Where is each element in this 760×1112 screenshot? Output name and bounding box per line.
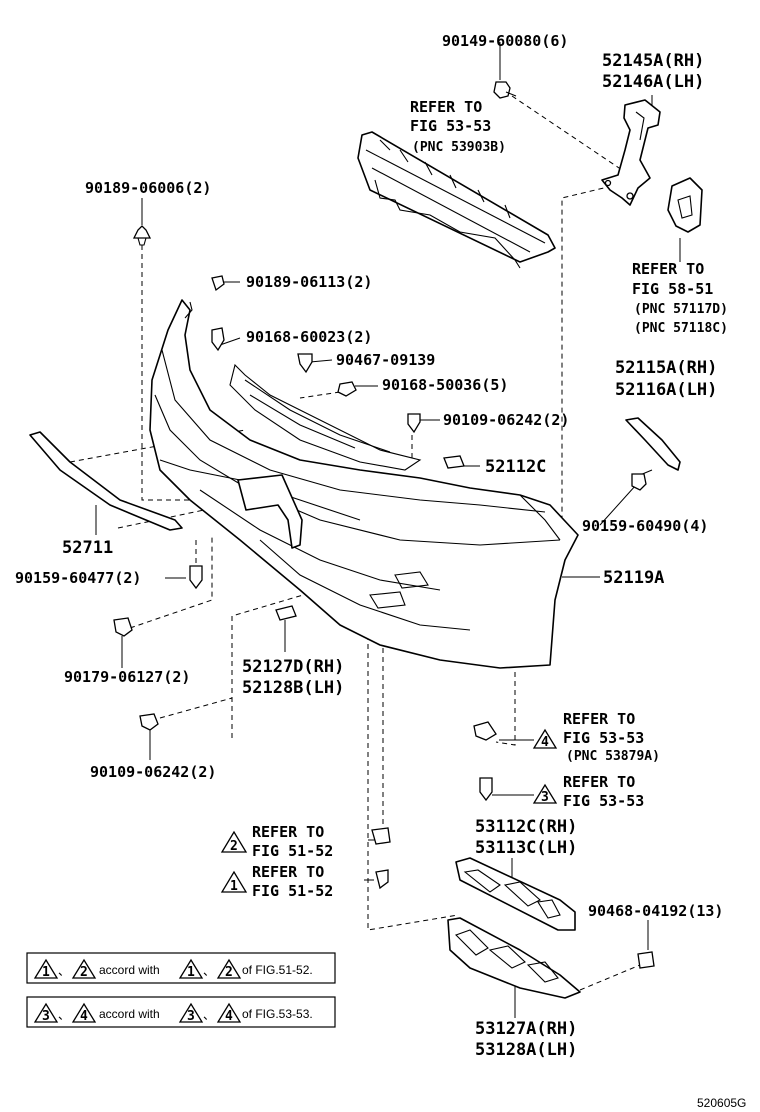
grille-53112: [455, 857, 576, 931]
label-refer-3-pnc: (PNC 53879A): [566, 749, 660, 764]
label-52145a: 52145A(RH): [602, 51, 704, 71]
legend-2-sep-2: 、: [203, 1008, 215, 1022]
label-52112c: 52112C: [485, 457, 546, 477]
clip-90189-06006: [132, 225, 152, 246]
legend-box-2: 3 、 4 accord with 3 、 4 of FIG.53-53.: [26, 996, 336, 1028]
label-90467-09139: 90467-09139: [336, 351, 435, 369]
label-refer-1-pnc: (PNC 53903B): [412, 140, 506, 155]
label-53128a: 53128A(LH): [475, 1040, 577, 1060]
label-refer-6-fig: FIG 51-52: [252, 882, 333, 900]
callout-triangle-4a: 4: [532, 728, 558, 750]
label-52119a: 52119A: [603, 568, 664, 588]
legend-2-of: of FIG.53-53.: [242, 1007, 313, 1021]
figure-id: 520605G: [697, 1096, 746, 1110]
retainer-58-51: [667, 177, 703, 233]
legend-2-tri-2: 4: [80, 1009, 88, 1024]
legend-1-tri-3: 1: [187, 965, 195, 980]
grille-53127: [447, 917, 581, 999]
callout-number: 2: [230, 839, 238, 854]
legend-1-tri-2: 2: [80, 965, 88, 980]
label-52711: 52711: [62, 538, 113, 558]
legend-2-tri-4: 4: [225, 1009, 233, 1024]
label-refer-4: REFER TO: [563, 773, 635, 791]
legend-1-sep-2: 、: [203, 964, 215, 978]
label-90159-60490: 90159-60490(4): [582, 517, 708, 535]
label-refer-2-pnc2: (PNC 57118C): [634, 321, 728, 336]
legend-1-tri-1: 1: [42, 965, 50, 980]
label-90149-60080: 90149-60080(6): [442, 32, 568, 50]
side-moulding-52115: [625, 417, 681, 471]
legend-1-sep-1: 、: [58, 964, 70, 978]
legend-1-of: of FIG.51-52.: [242, 963, 313, 977]
callout-number: 1: [230, 879, 238, 894]
callout-triangle-2a: 2: [220, 830, 248, 854]
label-refer-4-fig: FIG 53-53: [563, 792, 644, 810]
label-refer-3: REFER TO: [563, 710, 635, 728]
label-refer-5: REFER TO: [252, 823, 324, 841]
label-refer-1: REFER TO: [410, 98, 482, 116]
clip-90468: [637, 951, 655, 969]
callout-triangle-1a: 1: [220, 870, 248, 894]
label-refer-2-pnc1: (PNC 57117D): [634, 302, 728, 317]
label-52128b: 52128B(LH): [242, 678, 344, 698]
label-90159-60477: 90159-60477(2): [15, 569, 141, 587]
label-refer-2-fig: FIG 58-51: [632, 280, 713, 298]
label-refer-3-fig: FIG 53-53: [563, 729, 644, 747]
label-refer-5-fig: FIG 51-52: [252, 842, 333, 860]
legend-1-accord: accord with: [99, 963, 160, 977]
legend-2-accord: accord with: [99, 1007, 160, 1021]
label-52115a: 52115A(RH): [615, 358, 717, 378]
label-53127a: 53127A(RH): [475, 1019, 577, 1039]
label-refer-1-fig: FIG 53-53: [410, 117, 491, 135]
bracket-52145: [601, 99, 661, 206]
bumper-cover-52119a: [149, 299, 579, 669]
label-90179-06127: 90179-06127(2): [64, 668, 190, 686]
nut-90179: [113, 617, 133, 637]
legend-2-tri-1: 3: [42, 1009, 50, 1024]
bumper-absorber: [357, 131, 556, 269]
label-90468-04192: 90468-04192(13): [588, 902, 723, 920]
label-90109-06242-b: 90109-06242(2): [90, 763, 216, 781]
label-refer-6: REFER TO: [252, 863, 324, 881]
label-52146a: 52146A(LH): [602, 72, 704, 92]
bolt-90109-lower: [139, 713, 159, 731]
label-90189-06113: 90189-06113(2): [246, 273, 372, 291]
callout-number: 4: [541, 735, 549, 750]
screw-90159-60477: [189, 565, 203, 590]
fasteners-upper: [211, 275, 465, 469]
label-52127d: 52127D(RH): [242, 657, 344, 677]
label-refer-2: REFER TO: [632, 260, 704, 278]
label-53112c: 53112C(RH): [475, 817, 577, 837]
label-90109-06242-a: 90109-06242(2): [443, 411, 569, 429]
label-53113c: 53113C(LH): [475, 838, 577, 858]
callout-triangle-3a: 3: [532, 783, 558, 805]
bolt-90149: [493, 81, 517, 99]
screw-90159-60490: [631, 473, 647, 491]
legend-box-1: 1 、 2 accord with 1 、 2 of FIG.51-52.: [26, 952, 336, 984]
label-52116a: 52116A(LH): [615, 380, 717, 400]
legend-2-tri-3: 3: [187, 1009, 195, 1024]
label-90168-60023: 90168-60023(2): [246, 328, 372, 346]
legend-2-sep-1: 、: [58, 1008, 70, 1022]
label-90168-50036: 90168-50036(5): [382, 376, 508, 394]
cover-52127: [275, 605, 297, 621]
strip-52711: [29, 431, 183, 531]
clips-refer: [371, 721, 497, 890]
label-90189-06006: 90189-06006(2): [85, 179, 211, 197]
legend-1-tri-4: 2: [225, 965, 233, 980]
callout-number: 3: [541, 790, 549, 805]
